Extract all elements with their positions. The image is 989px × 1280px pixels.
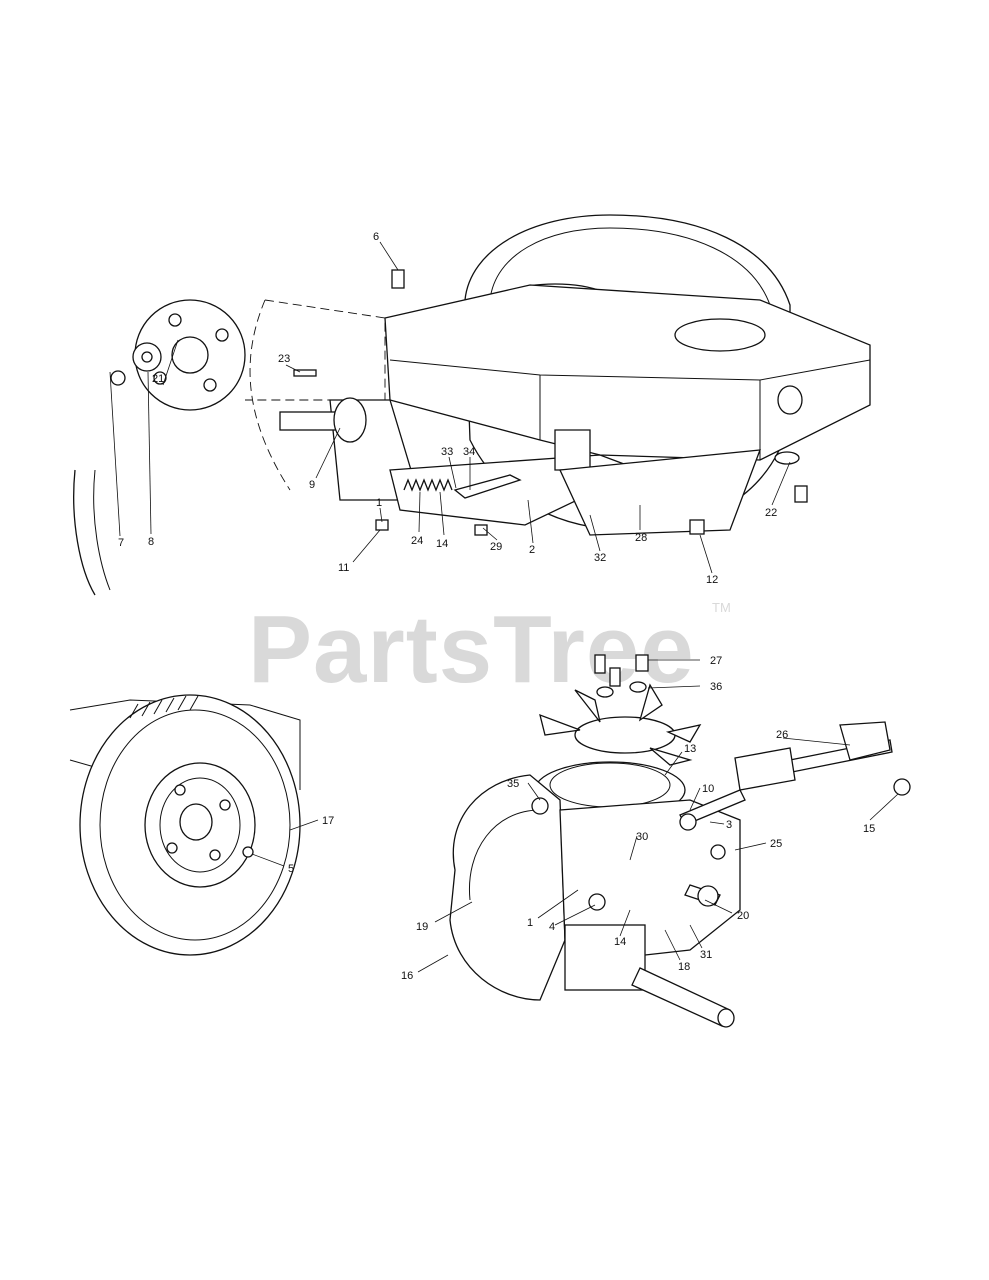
callout-33: 33 <box>441 446 453 458</box>
callout-30: 30 <box>636 831 648 843</box>
callout-5: 5 <box>288 863 294 875</box>
callout-labels: 6 23 21 9 7 8 1 11 24 14 33 34 29 2 32 2… <box>118 231 875 982</box>
callout-22: 22 <box>765 507 777 519</box>
callout-2: 2 <box>529 544 535 556</box>
callout-3: 3 <box>726 819 732 831</box>
wheel-assembly <box>69 694 301 956</box>
callout-8: 8 <box>148 536 154 548</box>
callout-12: 12 <box>706 574 718 586</box>
watermark-text: PartsTree <box>248 596 695 703</box>
callout-24: 24 <box>411 535 423 547</box>
watermark: PartsTree TM <box>248 596 731 703</box>
callout-6: 6 <box>373 231 379 243</box>
wheel-nut <box>242 846 254 858</box>
callout-20: 20 <box>737 910 749 922</box>
callout-7: 7 <box>118 537 124 549</box>
output-axle <box>631 967 731 1027</box>
callout-36: 36 <box>710 681 722 693</box>
nut-15 <box>893 778 911 796</box>
callout-32: 32 <box>594 552 606 564</box>
callout-27: 27 <box>710 655 722 667</box>
cooling-fan <box>574 716 676 754</box>
leader-lines <box>109 241 899 973</box>
e-clip <box>110 370 126 386</box>
transaxle-assembly <box>449 654 911 1028</box>
spring <box>403 478 453 492</box>
axle-housing <box>564 924 646 991</box>
engine-fins <box>129 695 199 719</box>
callout-18: 18 <box>678 961 690 973</box>
callout-9: 9 <box>309 479 315 491</box>
callout-14-top: 14 <box>436 538 448 550</box>
callout-26: 26 <box>776 729 788 741</box>
callout-15: 15 <box>863 823 875 835</box>
callout-19: 19 <box>416 921 428 933</box>
callout-35: 35 <box>507 778 519 790</box>
callout-11: 11 <box>338 562 349 574</box>
watermark-tm: TM <box>712 600 731 615</box>
callout-23: 23 <box>278 353 290 365</box>
callout-31: 31 <box>700 949 712 961</box>
bolt-6 <box>391 269 405 289</box>
callout-13: 13 <box>684 743 696 755</box>
top-assembly <box>73 214 871 596</box>
callout-4: 4 <box>549 921 555 933</box>
callout-25: 25 <box>770 838 782 850</box>
callout-29: 29 <box>490 541 502 553</box>
callout-17: 17 <box>322 815 334 827</box>
callout-21: 21 <box>152 373 164 385</box>
callout-28: 28 <box>635 532 647 544</box>
callout-14-bottom: 14 <box>614 936 626 948</box>
callout-1-top: 1 <box>376 497 382 509</box>
transaxle-housing <box>384 284 871 461</box>
callout-10: 10 <box>702 783 714 795</box>
callout-34: 34 <box>463 446 475 458</box>
callout-1-bottom: 1 <box>527 917 533 929</box>
callout-16: 16 <box>401 970 413 982</box>
